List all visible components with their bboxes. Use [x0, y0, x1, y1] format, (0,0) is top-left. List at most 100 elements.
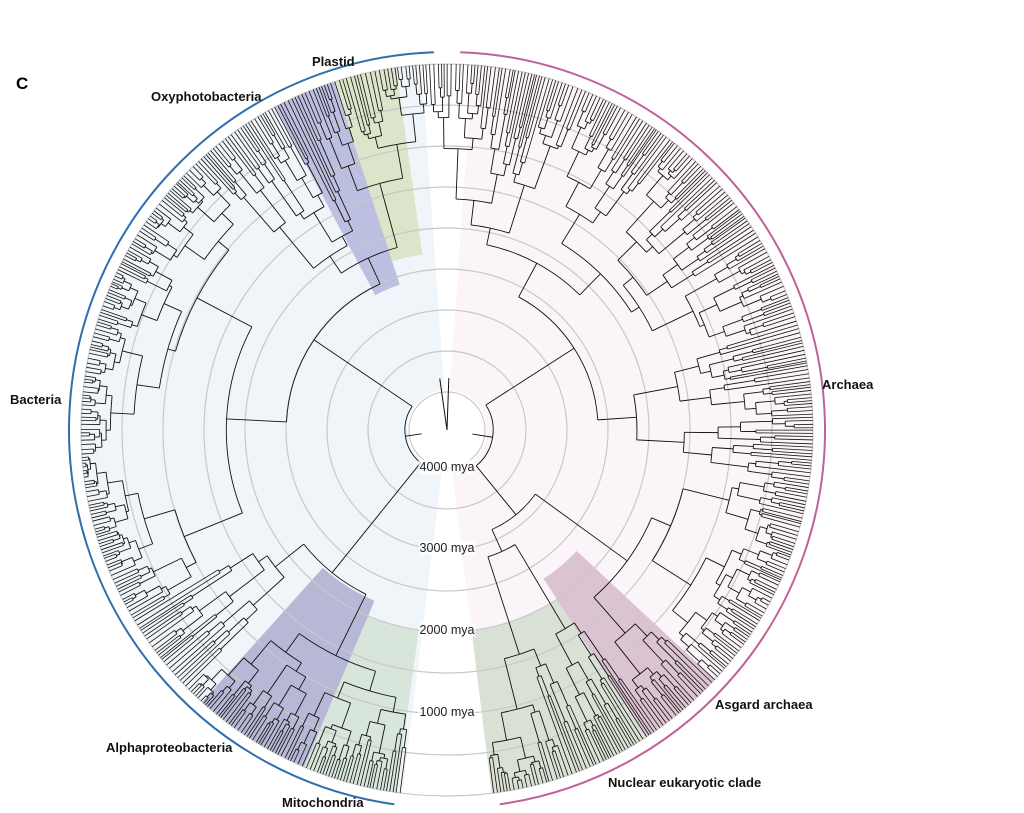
leaf-branch	[747, 273, 779, 289]
internal-branch	[233, 680, 246, 696]
leaf-branch	[751, 262, 773, 274]
leaf-branch	[142, 604, 185, 634]
leaf-branch	[200, 158, 234, 195]
internal-branch	[369, 736, 372, 741]
node-arc	[713, 297, 721, 312]
internal-branch	[123, 280, 132, 285]
internal-branch	[712, 374, 725, 378]
leaf-branch	[84, 479, 95, 483]
internal-branch	[271, 718, 275, 723]
leaf-branch	[537, 79, 554, 128]
leaf-branch	[769, 381, 810, 388]
leaf-branch	[220, 688, 245, 718]
internal-branch	[281, 723, 287, 732]
internal-branch	[631, 306, 640, 313]
leaf-branch	[706, 199, 733, 221]
internal-branch	[303, 729, 311, 744]
internal-branch	[463, 118, 466, 138]
internal-branch	[778, 461, 792, 464]
internal-branch	[508, 185, 525, 234]
node-arc	[759, 296, 763, 303]
internal-branch	[313, 692, 326, 716]
node-arc	[663, 684, 667, 688]
leaf-branch	[625, 124, 650, 161]
node-arc	[756, 550, 761, 559]
leaf-branch	[115, 574, 141, 587]
node-arc	[760, 566, 763, 569]
internal-branch	[458, 103, 460, 119]
leaf-branch	[290, 748, 297, 762]
leaf-branch	[532, 763, 539, 785]
leaf-branch	[161, 634, 193, 660]
node-arc	[226, 685, 232, 691]
node-arc	[355, 743, 362, 747]
internal-branch	[113, 537, 121, 542]
node-arc	[228, 164, 232, 168]
internal-branch	[756, 558, 767, 564]
node-arc	[143, 276, 147, 280]
leaf-branch	[383, 769, 388, 791]
leaf-branch	[557, 83, 566, 106]
leaf-branch	[663, 686, 684, 710]
leaf-branch	[207, 152, 234, 183]
leaf-branch	[610, 114, 633, 151]
node-arc	[649, 671, 658, 678]
internal-branch	[591, 726, 595, 731]
node-arc	[714, 612, 721, 621]
internal-branch	[742, 587, 751, 593]
leaf-branch	[277, 105, 307, 160]
internal-branch	[136, 384, 160, 389]
internal-branch	[538, 760, 542, 769]
node-arc	[602, 132, 607, 136]
internal-branch	[736, 568, 750, 576]
leaf-branch	[772, 531, 797, 540]
leaf-branch	[395, 747, 403, 793]
node-arc	[270, 640, 302, 664]
leaf-branch	[364, 73, 376, 118]
leaf-branch	[218, 695, 236, 717]
internal-branch	[206, 692, 212, 698]
internal-branch	[348, 127, 354, 142]
ring-label-4000: 4000 mya	[418, 460, 476, 474]
internal-branch	[561, 214, 580, 244]
node-arc	[305, 157, 309, 160]
internal-branch	[330, 99, 336, 112]
leaf-branch	[297, 95, 319, 142]
leaf-branch	[412, 65, 415, 85]
node-arc	[584, 120, 591, 124]
internal-branch	[762, 387, 771, 390]
internal-branch	[571, 127, 582, 149]
leaf-branch	[735, 627, 750, 638]
internal-branch	[708, 331, 725, 338]
leaf-branch	[605, 107, 621, 136]
leaf-branch	[771, 386, 811, 393]
internal-branch	[662, 264, 678, 276]
label-plastid: Plastid	[312, 54, 355, 69]
internal-branch	[337, 681, 345, 699]
leaf-branch	[334, 81, 347, 116]
leaf-branch	[771, 413, 813, 417]
leaf-branch	[108, 289, 126, 297]
internal-branch	[98, 490, 107, 493]
leaf-branch	[708, 232, 756, 264]
leaf-branch	[521, 74, 535, 128]
node-arc	[770, 497, 773, 503]
node-arc	[519, 126, 522, 129]
node-arc	[256, 187, 265, 194]
internal-branch	[108, 348, 112, 351]
internal-branch	[180, 632, 185, 637]
leaf-branch	[386, 750, 394, 792]
internal-branch	[250, 706, 257, 715]
leaf-branch	[772, 390, 811, 396]
leaf-branch	[742, 345, 804, 361]
leaf-branch	[418, 65, 422, 95]
leaf-branch	[772, 416, 813, 420]
leaf-branch	[369, 764, 376, 788]
internal-branch	[109, 526, 117, 530]
node-arc	[165, 586, 171, 595]
leaf-branch	[240, 127, 258, 153]
leaf-branch	[716, 645, 734, 659]
internal-branch	[324, 748, 329, 758]
internal-branch	[333, 747, 338, 756]
leaf-branch	[212, 148, 230, 168]
